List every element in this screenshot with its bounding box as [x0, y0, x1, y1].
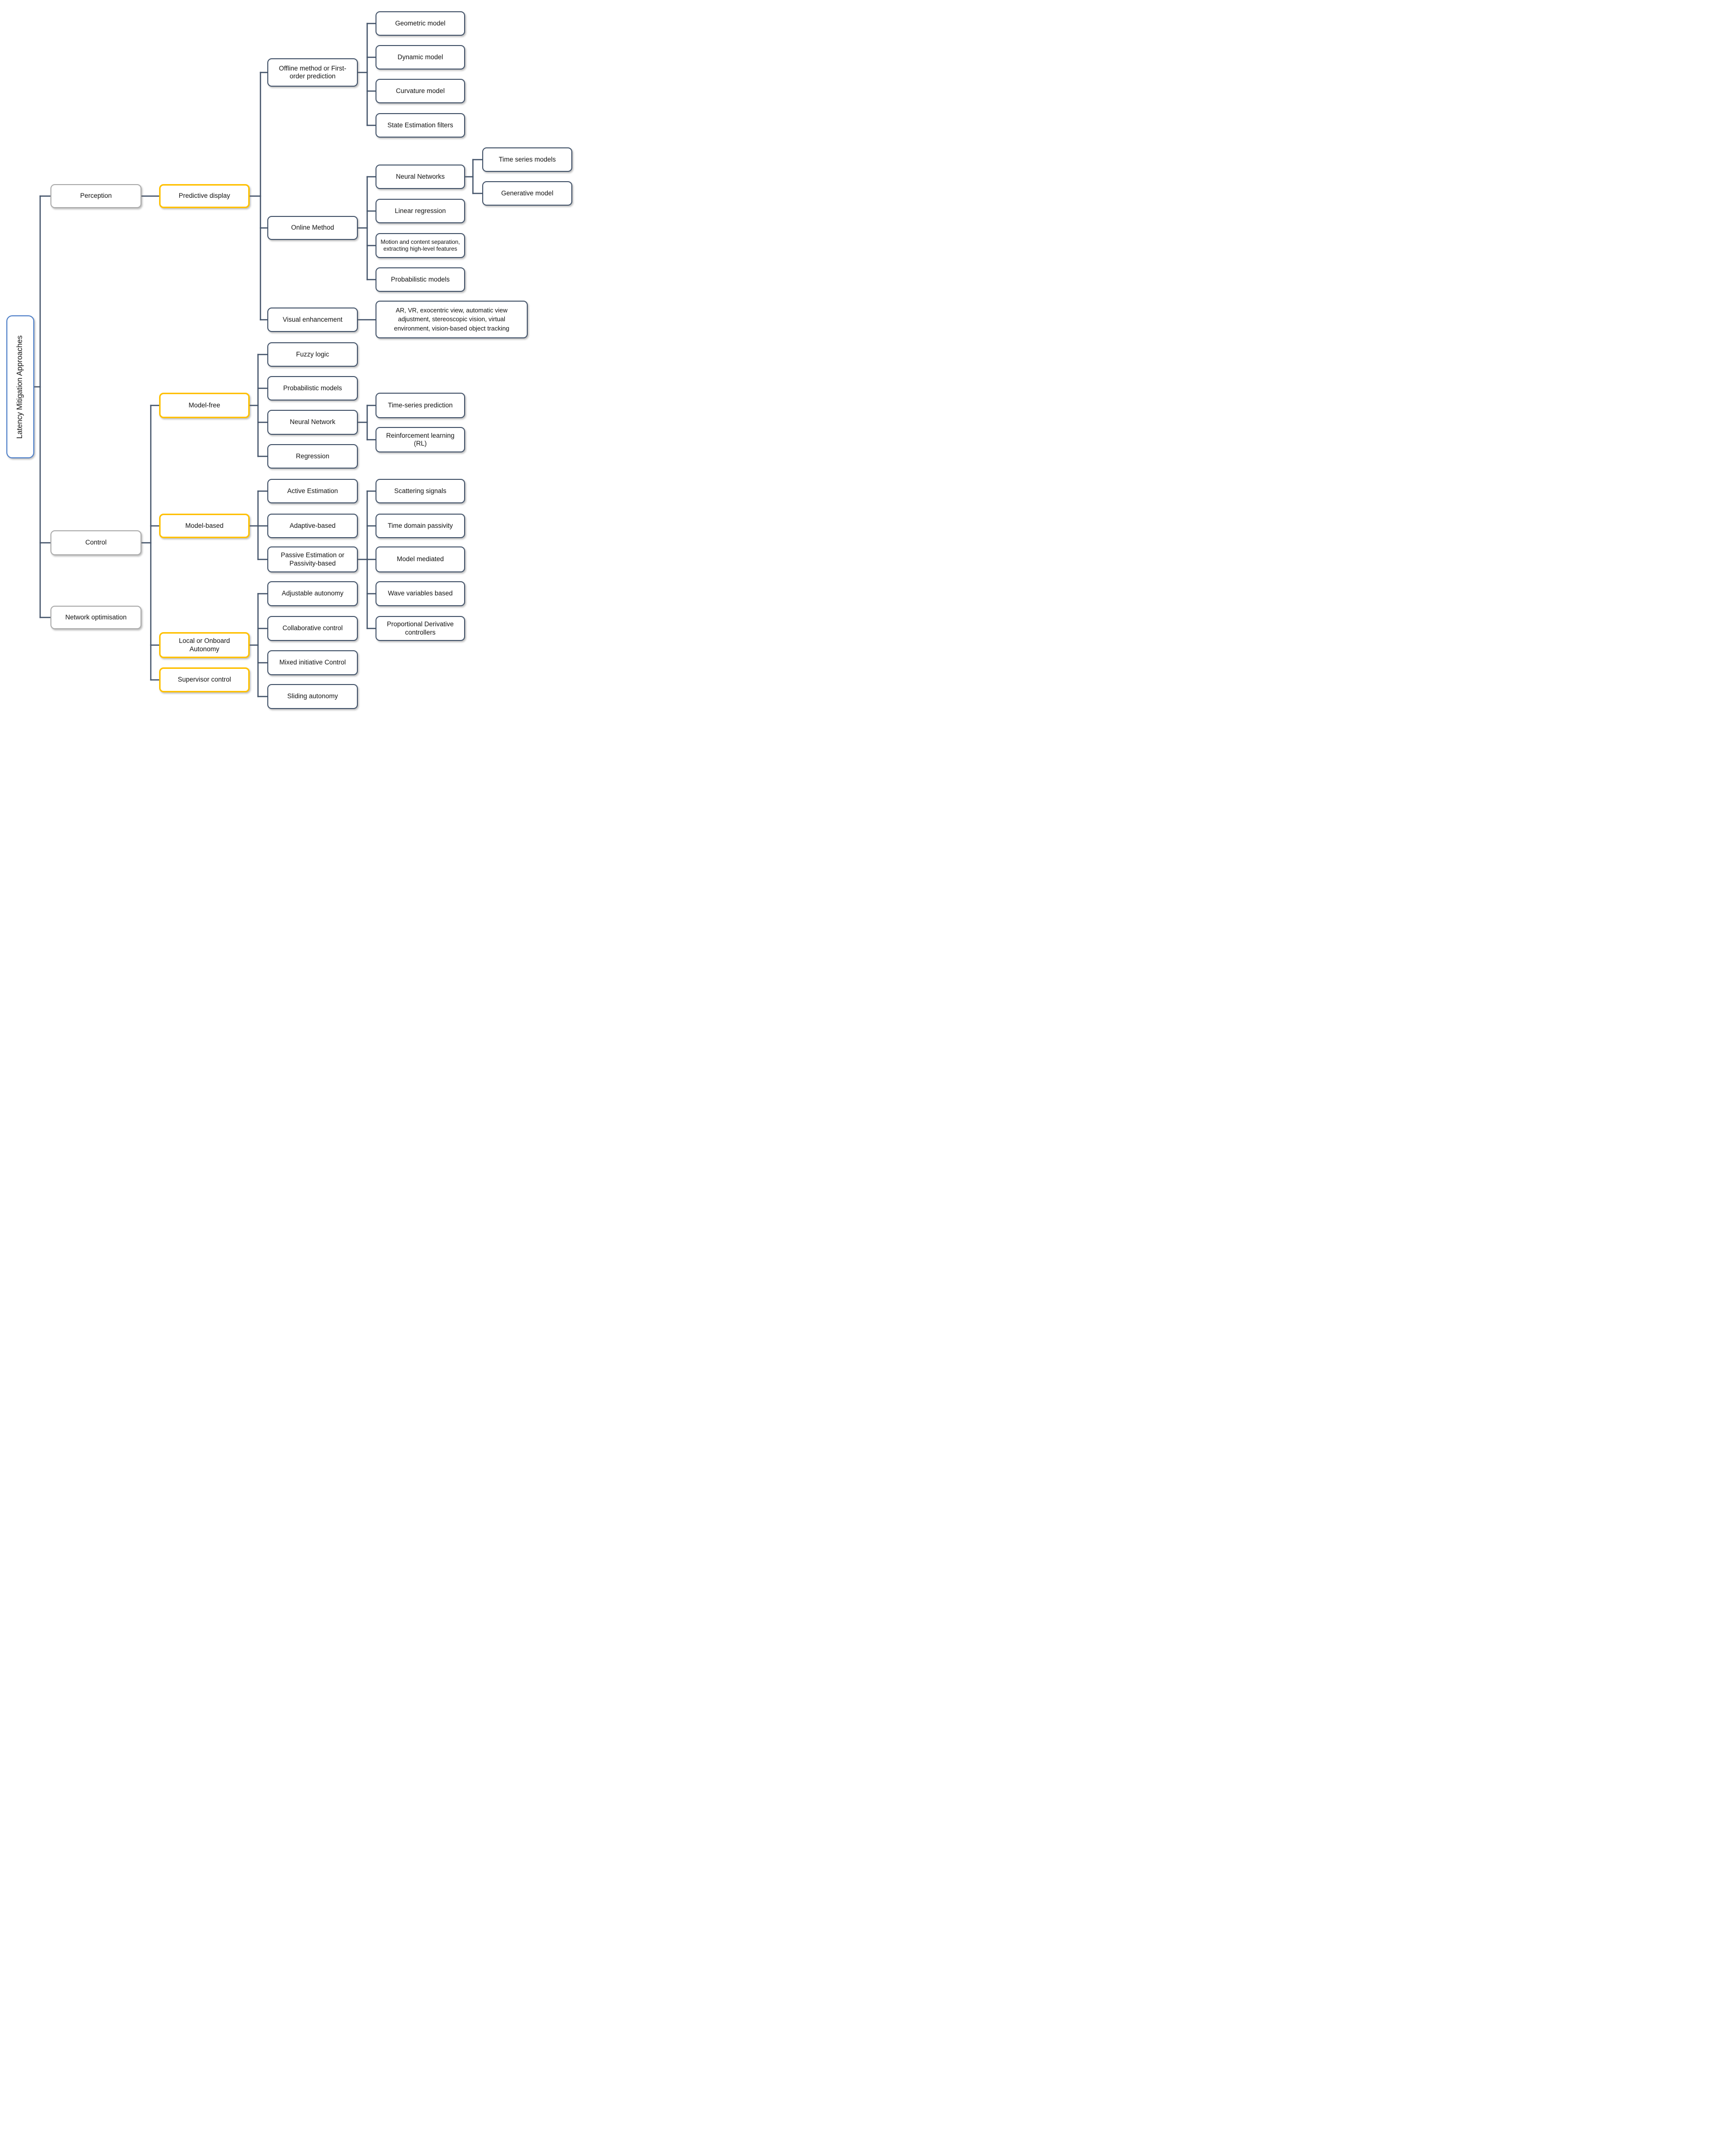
node-latency-mitigation-approaches: Latency Mitigation Approaches: [6, 315, 34, 458]
node-control: Control: [50, 530, 141, 555]
node-offline-method: Offline method or First-order prediction: [267, 58, 358, 87]
node-passive-estimation: Passive Estimation or Passivity-based: [267, 546, 358, 572]
node-proportional-derivative-controllers: Proportional Derivative controllers: [375, 616, 465, 641]
node-adjustable-autonomy: Adjustable autonomy: [267, 581, 358, 606]
node-geometric-model: Geometric model: [375, 11, 465, 36]
node-neural-network: Neural Network: [267, 410, 358, 435]
node-visual-enhancement: Visual enhancement: [267, 308, 358, 332]
node-generative-model: Generative model: [482, 181, 572, 206]
node-network-optimisation: Network optimisation: [50, 606, 141, 629]
node-neural-networks: Neural Networks: [375, 165, 465, 189]
node-wave-variables-based: Wave variables based: [375, 581, 465, 606]
node-curvature-model: Curvature model: [375, 79, 465, 103]
node-reinforcement-learning: Reinforcement learning (RL): [375, 427, 465, 452]
node-online-method: Online Method: [267, 216, 358, 240]
node-model-based: Model-based: [159, 514, 250, 538]
node-probabilistic-models-online: Probabilistic models: [375, 267, 465, 292]
root-label: Latency Mitigation Approaches: [16, 335, 24, 439]
connector-lines: [33, 23, 483, 697]
node-collaborative-control: Collaborative control: [267, 616, 358, 641]
node-supervisor-control: Supervisor control: [159, 667, 250, 692]
node-predictive-display: Predictive display: [159, 184, 250, 208]
node-active-estimation: Active Estimation: [267, 479, 358, 503]
node-time-series-models: Time series models: [482, 147, 572, 172]
node-model-mediated: Model mediated: [375, 546, 465, 572]
node-linear-regression: Linear regression: [375, 199, 465, 223]
diagram-canvas: Latency Mitigation Approaches Perception…: [0, 0, 579, 718]
node-visual-enhancement-techniques: AR, VR, exocentric view, automatic view …: [375, 301, 528, 338]
node-adaptive-based: Adaptive-based: [267, 514, 358, 538]
node-dynamic-model: Dynamic model: [375, 45, 465, 70]
node-time-series-prediction: Time-series prediction: [375, 393, 465, 418]
node-sliding-autonomy: Sliding autonomy: [267, 684, 358, 709]
node-scattering-signals: Scattering signals: [375, 479, 465, 503]
node-perception: Perception: [50, 184, 141, 208]
node-local-or-onboard-autonomy: Local or Onboard Autonomy: [159, 632, 250, 658]
node-time-domain-passivity: Time domain passivity: [375, 514, 465, 538]
node-model-free: Model-free: [159, 393, 250, 418]
node-state-estimation-filters: State Estimation filters: [375, 113, 465, 138]
node-fuzzy-logic: Fuzzy logic: [267, 342, 358, 367]
node-mixed-initiative-control: Mixed initiative Control: [267, 650, 358, 675]
node-probabilistic-models: Probabilistic models: [267, 376, 358, 401]
node-regression: Regression: [267, 444, 358, 469]
node-motion-content-separation: Motion and content separation, extractin…: [375, 233, 465, 258]
connectors-group: [33, 23, 483, 697]
